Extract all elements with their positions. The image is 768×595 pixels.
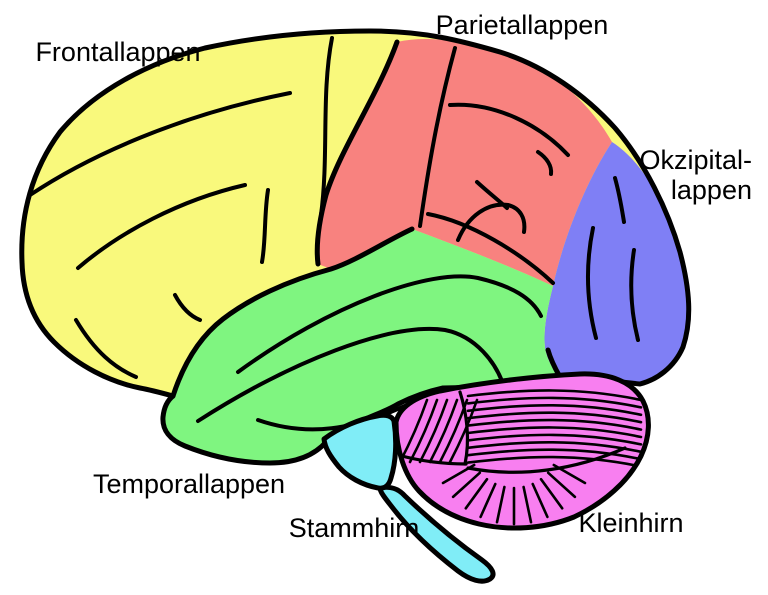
occipital-sulci-lines — [536, 150, 640, 342]
cerebellum-group — [393, 371, 651, 531]
occipital-lobe-label-line1: Okzipital- — [639, 145, 752, 175]
occipital-lobe-label-line2: lappen — [671, 175, 752, 205]
brainstem-stalk-region — [377, 484, 496, 584]
central-sulcus-line — [314, 39, 400, 267]
cerebellum-label: Kleinhirn — [578, 508, 683, 538]
parietal-sulci-lines — [418, 46, 570, 285]
temporal-lobe-label: Temporallappen — [93, 469, 285, 499]
cerebellum-divider-lines — [396, 390, 627, 474]
frontal-sulci-lines — [28, 36, 334, 379]
labels: Frontallappen Parietallappen Okzipital- … — [35, 10, 752, 543]
frontal-lobe-label: Frontallappen — [35, 37, 200, 67]
parietal-lobe-label: Parietallappen — [436, 10, 609, 40]
occipital-lobe-region — [544, 142, 689, 384]
lateral-sulcus-line — [170, 226, 415, 399]
cerebellum-folia-lines — [398, 389, 643, 526]
brainstem-label: Stammhirn — [289, 513, 420, 543]
temporal-lobe-region — [162, 229, 560, 463]
brainstem-pons-region — [321, 412, 399, 491]
parietal-lobe-region — [317, 38, 612, 287]
